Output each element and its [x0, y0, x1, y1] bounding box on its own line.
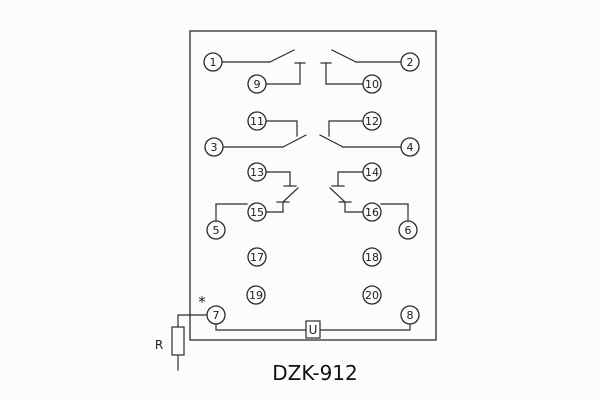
terminal-10-circle: [362, 74, 382, 94]
terminal-3: 3: [204, 137, 224, 157]
contact-wiring: [177, 49, 411, 371]
terminal-1-circle: [203, 52, 223, 72]
resistor-component: R: [155, 326, 185, 356]
terminal-20-label: 20: [365, 289, 379, 302]
terminal-16-circle: [362, 202, 382, 222]
terminal-14-circle: [362, 162, 382, 182]
wire-u-to-terminal-8: [319, 323, 411, 331]
coil-body: [305, 320, 321, 339]
terminal-9-label: 9: [254, 78, 261, 91]
terminal-3-label: 3: [211, 141, 218, 154]
terminal-4: 4: [400, 137, 420, 157]
terminal-16-label: 16: [365, 206, 379, 219]
terminal-17: 17: [247, 247, 267, 267]
terminal-2-label: 2: [407, 56, 414, 69]
wire-terminal-7-to-resistor: [177, 314, 208, 328]
terminal-9: 9: [247, 74, 267, 94]
terminal-14-label: 14: [365, 166, 379, 179]
terminal-14: 14: [362, 162, 382, 182]
terminal-4-label: 4: [407, 141, 414, 154]
wire-terminal-5: [215, 203, 248, 222]
terminal-13: 13: [247, 162, 267, 182]
wire-terminal-16: [344, 202, 364, 213]
terminal-6-label: 6: [405, 224, 412, 237]
contact-blade-15: [282, 187, 299, 203]
terminal-8: 8: [400, 305, 420, 325]
terminals: 1 2 9 10 11 12: [203, 52, 420, 325]
terminal-2: 2: [400, 52, 420, 72]
diagram-title: DZK-912: [272, 361, 358, 385]
terminal-3-circle: [204, 137, 224, 157]
resistor-body: [171, 326, 185, 356]
terminal-17-circle: [247, 247, 267, 267]
terminal-13-circle: [247, 162, 267, 182]
terminal-5: 5: [206, 220, 226, 240]
polarity-mark: *: [198, 293, 206, 311]
terminal-18: 18: [362, 247, 382, 267]
terminal-15-label: 15: [250, 206, 264, 219]
terminal-19-circle: [246, 285, 266, 305]
contact-blade-4: [319, 134, 344, 148]
terminal-10-label: 10: [365, 78, 379, 91]
terminal-8-label: 8: [407, 309, 414, 322]
terminal-12: 12: [362, 111, 382, 131]
terminal-16: 16: [362, 202, 382, 222]
coil-label: U: [309, 323, 318, 337]
wire-terminal-10: [325, 62, 364, 85]
resistor-label: R: [155, 338, 163, 352]
terminal-4-circle: [400, 137, 420, 157]
wire-terminal-6: [380, 203, 409, 222]
terminal-7-circle: [206, 305, 226, 325]
terminal-5-circle: [206, 220, 226, 240]
terminal-8-circle: [400, 305, 420, 325]
terminal-11-circle: [247, 111, 267, 131]
wire-terminal-11: [265, 120, 298, 137]
terminal-12-label: 12: [365, 115, 379, 128]
wire-terminal-12: [328, 120, 364, 137]
terminal-15: 15: [247, 202, 267, 222]
wire-terminal-14: [337, 171, 364, 186]
terminal-20: 20: [362, 285, 382, 305]
terminal-7-label: 7: [213, 309, 220, 322]
terminal-6-circle: [398, 220, 418, 240]
terminal-11: 11: [247, 111, 267, 131]
terminal-19-label: 19: [249, 289, 263, 302]
relay-outline-box: [189, 30, 437, 341]
terminal-19: 19: [246, 285, 266, 305]
terminal-18-circle: [362, 247, 382, 267]
terminal-11-label: 11: [250, 115, 264, 128]
terminal-17-label: 17: [250, 251, 264, 264]
terminal-15-circle: [247, 202, 267, 222]
wire-terminal-7-to-u: [215, 323, 307, 331]
terminal-1: 1: [203, 52, 223, 72]
terminal-7: 7: [206, 305, 226, 325]
coil-component: U: [305, 320, 321, 339]
terminal-10: 10: [362, 74, 382, 94]
contact-blade-16: [329, 187, 346, 203]
contact-blade-3: [282, 134, 307, 148]
terminal-2-circle: [400, 52, 420, 72]
contact-blade-1: [269, 49, 295, 63]
terminal-9-circle: [247, 74, 267, 94]
terminal-5-label: 5: [213, 224, 220, 237]
terminal-6: 6: [398, 220, 418, 240]
terminal-18-label: 18: [365, 251, 379, 264]
terminal-20-circle: [362, 285, 382, 305]
wire-terminal-15: [265, 202, 284, 213]
wire-terminal-13: [265, 171, 291, 186]
terminal-1-label: 1: [210, 56, 217, 69]
terminal-12-circle: [362, 111, 382, 131]
wire-terminal-9: [265, 62, 301, 85]
contact-blade-2: [331, 49, 357, 63]
terminal-13-label: 13: [250, 166, 264, 179]
